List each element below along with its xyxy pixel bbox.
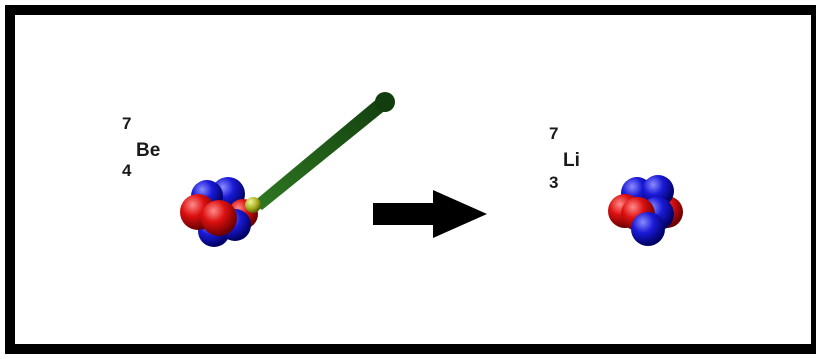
diagram-frame xyxy=(5,5,816,354)
electron xyxy=(245,197,261,213)
beryllium-atomic-number: 4 xyxy=(122,161,132,180)
beryllium-nucleus xyxy=(180,177,258,247)
beryllium-symbol: Be xyxy=(136,140,161,161)
electron-trail xyxy=(252,92,395,210)
beryllium-mass-number: 7 xyxy=(122,114,132,133)
lithium-mass-number: 7 xyxy=(549,124,559,143)
lithium-atomic-number: 3 xyxy=(549,173,559,192)
lithium-nucleus xyxy=(608,175,683,246)
reaction-arrow xyxy=(373,190,487,238)
lithium-symbol: Li xyxy=(563,150,580,171)
